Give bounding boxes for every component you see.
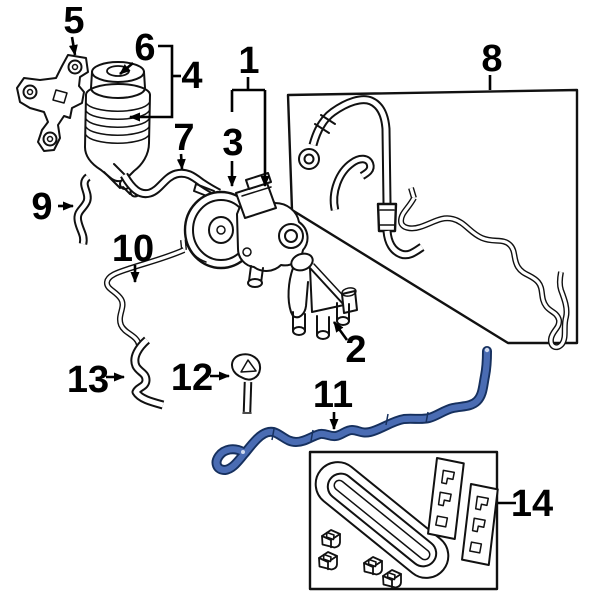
reservoir-body xyxy=(85,83,151,96)
kit-box-outline xyxy=(308,450,499,591)
pump-outlet xyxy=(278,223,304,249)
part-12-hose-clamp[interactable] xyxy=(231,353,262,414)
kit-clamp-plate xyxy=(426,456,465,541)
cooler-pipe xyxy=(398,187,570,351)
callout-2[interactable]: 2 xyxy=(345,329,366,371)
part-7-suction-hose[interactable] xyxy=(120,168,222,199)
part-13-elbow-hose[interactable] xyxy=(130,336,165,410)
kit-box-outline xyxy=(286,88,579,345)
callout-8[interactable]: 8 xyxy=(481,38,502,80)
callout-7[interactable]: 7 xyxy=(173,117,194,159)
hose-fitting xyxy=(376,202,398,233)
kit-clip xyxy=(318,551,338,571)
banjo-fitting xyxy=(298,148,320,170)
callout-6-arrow xyxy=(119,62,134,75)
part-4-fluid-reservoir[interactable] xyxy=(84,61,151,198)
callout-13[interactable]: 13 xyxy=(67,359,109,401)
callout-4-bracket xyxy=(129,44,174,122)
callout-1[interactable]: 1 xyxy=(238,40,259,82)
callout-12[interactable]: 12 xyxy=(171,357,213,399)
bolt-hole xyxy=(42,131,58,147)
callout-5[interactable]: 5 xyxy=(63,0,84,42)
callout-1-bracket xyxy=(230,77,265,112)
callout-9[interactable]: 9 xyxy=(31,186,52,228)
callout-6[interactable]: 6 xyxy=(134,27,155,69)
callout-11[interactable]: 11 xyxy=(313,374,353,416)
callout-3[interactable]: 3 xyxy=(222,122,243,164)
part-1-power-steering-pump[interactable] xyxy=(183,172,309,288)
part-5-reservoir-bracket[interactable] xyxy=(16,54,89,152)
part-14-seal-kit[interactable] xyxy=(307,450,499,591)
callout-5-arrow xyxy=(68,36,78,56)
part-2-pump-bracket[interactable] xyxy=(287,251,358,340)
short-return-hose xyxy=(329,154,375,211)
pressure-hose xyxy=(298,95,425,260)
kit-clip xyxy=(321,529,341,549)
callout-arrows xyxy=(58,36,516,505)
bolt-hole xyxy=(22,84,38,100)
callout-14[interactable]: 14 xyxy=(511,483,553,525)
callout-4[interactable]: 4 xyxy=(181,55,202,97)
kit-clamp-plate xyxy=(460,482,499,567)
part-8-pressure-hose-kit[interactable] xyxy=(286,88,579,351)
part-9-hose[interactable] xyxy=(73,173,92,245)
callout-2-arrow xyxy=(332,321,349,341)
kit-hose-coil xyxy=(314,461,450,579)
callout-7-arrow xyxy=(176,153,186,170)
kit-clip xyxy=(382,569,402,589)
part-11-return-hose-highlighted[interactable] xyxy=(211,346,492,475)
kit-clip xyxy=(363,556,383,576)
callout-10[interactable]: 10 xyxy=(112,228,154,270)
bolt-hole xyxy=(67,59,83,75)
